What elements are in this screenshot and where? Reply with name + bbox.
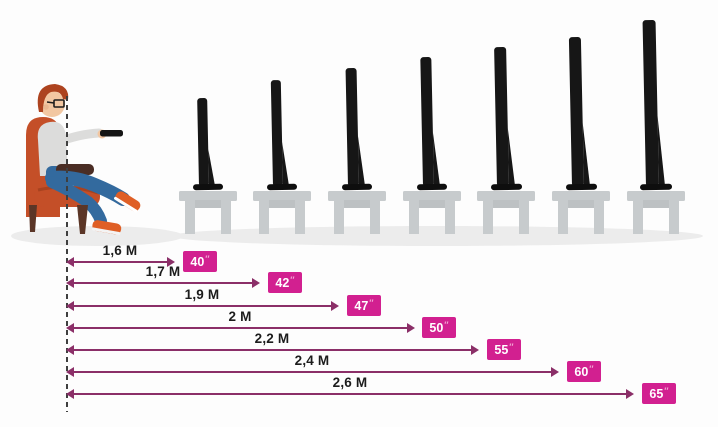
tv-icon-65 [640, 20, 673, 191]
distance-label: 1,9 M [184, 287, 220, 302]
tv-size-value: 42 [275, 275, 290, 290]
distance-arrow [66, 323, 415, 333]
distance-arrow [66, 301, 339, 311]
distance-label: 2 M [228, 309, 252, 324]
person-head [39, 91, 65, 117]
tv-icon-47 [342, 68, 373, 191]
distance-arrow [66, 257, 175, 267]
tv-size-value: 65 [649, 386, 664, 401]
inch-mark: ″ [509, 341, 514, 352]
tv-size-badge: 60″ [567, 361, 601, 382]
tv-icon-42 [267, 80, 298, 191]
distance-label: 2,2 M [254, 331, 290, 346]
tv-size-badge: 42″ [268, 272, 302, 293]
tv-icons [193, 20, 673, 191]
person-in-armchair [26, 84, 141, 235]
distance-arrow [66, 389, 634, 399]
tv-size-value: 55 [494, 342, 509, 357]
person-leg-lower [46, 176, 107, 227]
floor-shadow-chair [11, 226, 183, 246]
inch-mark: ″ [444, 319, 449, 330]
tv-icon-60 [566, 37, 598, 191]
distance-label: 2,4 M [294, 353, 330, 368]
shoe-raised [114, 191, 141, 213]
tv-size-badge: 40″ [183, 251, 217, 272]
tv-size-badge: 47″ [347, 295, 381, 316]
inch-mark: ″ [369, 297, 374, 308]
distance-label: 1,6 M [102, 243, 138, 258]
chair-front-leg [77, 205, 88, 234]
tv-size-badge: 55″ [487, 339, 521, 360]
glasses-icon [53, 99, 65, 108]
person-torso [37, 121, 68, 176]
distance-arrow [66, 367, 559, 377]
distance-arrow [66, 278, 260, 288]
tv-icon-50 [417, 57, 448, 191]
inch-mark: ″ [664, 385, 669, 396]
inch-mark: ″ [290, 274, 295, 285]
tv-icon-40 [193, 98, 224, 191]
distance-arrow [66, 345, 479, 355]
person-hair [37, 84, 69, 112]
inch-mark: ″ [589, 363, 594, 374]
distance-label: 2,6 M [332, 375, 368, 390]
distance-label: 1,7 M [145, 264, 181, 279]
inch-mark: ″ [205, 253, 210, 264]
tv-size-value: 60 [574, 364, 589, 379]
tv-size-value: 47 [354, 298, 369, 313]
shoe-lower [91, 220, 122, 235]
remote-icon [100, 130, 123, 137]
tv-icon-55 [491, 47, 523, 191]
person-arm [53, 128, 104, 147]
chair-back-leg [29, 205, 37, 232]
tv-size-value: 50 [429, 320, 444, 335]
tv-size-value: 40 [190, 254, 205, 269]
tv-size-badge: 65″ [642, 383, 676, 404]
tv-size-badge: 50″ [422, 317, 456, 338]
person-ear [43, 104, 49, 110]
